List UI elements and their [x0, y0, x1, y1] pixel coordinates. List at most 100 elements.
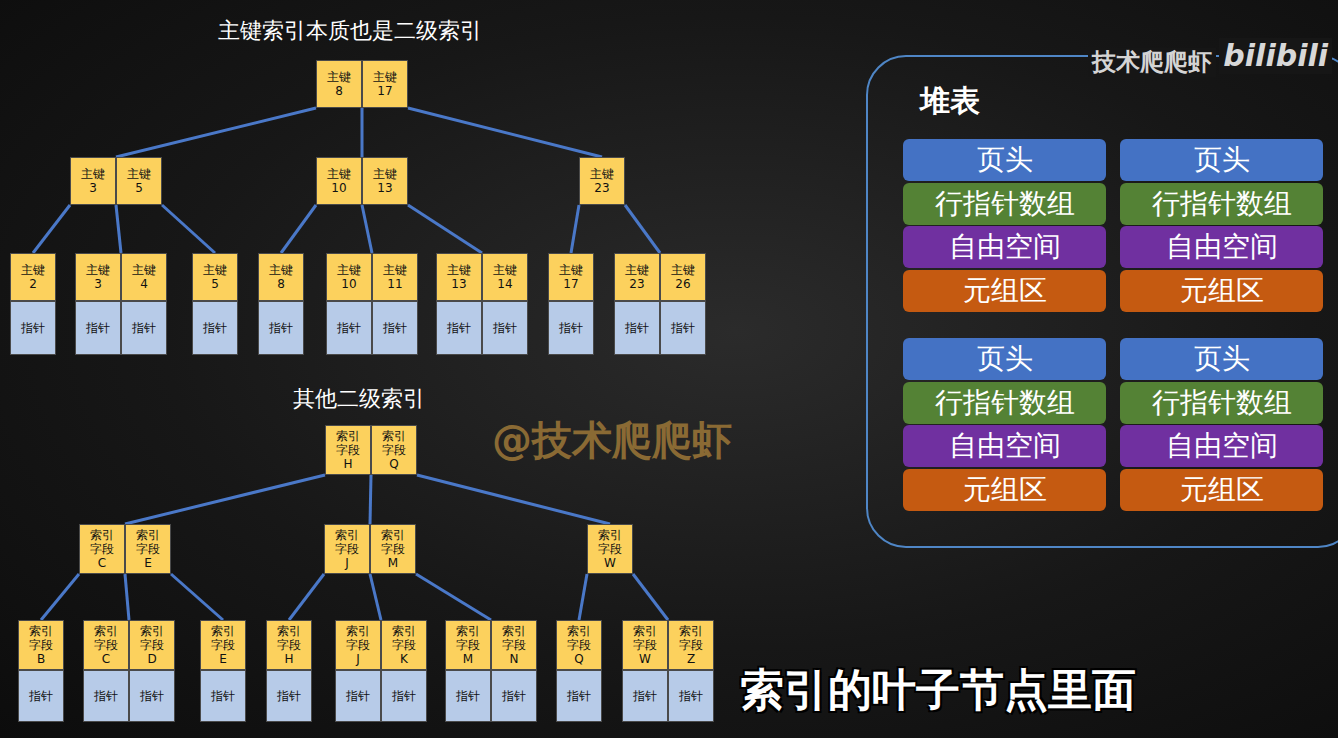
- index-node: 索引 字段 C索引 字段 E: [79, 524, 171, 574]
- key-cell: 索引 字段 B: [18, 620, 64, 670]
- key-cell: 索引 字段 N: [491, 620, 537, 670]
- key-text: 主键 17: [373, 70, 397, 98]
- key-cell: 主键 5: [116, 157, 162, 205]
- band-text: 行指针数组: [935, 389, 1075, 417]
- key-cell: 索引 字段 D: [129, 620, 175, 670]
- key-cell: 索引 字段 M: [445, 620, 491, 670]
- leaf-node: 主键 2 指针: [10, 253, 56, 355]
- tuple-area: 元组区: [903, 469, 1106, 511]
- key-cell: 索引 字段 M: [370, 524, 416, 574]
- pointer-text: 指针: [633, 689, 657, 703]
- tuple-area: 元组区: [1120, 270, 1323, 312]
- pointer-cell: 指针: [491, 670, 537, 722]
- leaf-node: 主键 13主键 14指针指针: [436, 253, 528, 355]
- logo: bilibili: [1219, 38, 1332, 74]
- pointer-cell: 指针: [622, 670, 668, 722]
- key-cell: 主键 3: [70, 157, 116, 205]
- leaf-node: 索引 字段 W索引 字段 Z指针指针: [622, 620, 714, 722]
- key-cell: 索引 字段 Q: [371, 425, 417, 475]
- pointer-cell: 指针: [75, 301, 121, 355]
- key-text: 主键 11: [383, 263, 407, 291]
- key-text: 索引 字段 M: [381, 528, 405, 570]
- pointer-cell: 指针: [372, 301, 418, 355]
- pointer-cell: 指针: [129, 670, 175, 722]
- pointer-cell: 指针: [10, 301, 56, 355]
- leaf-node: 索引 字段 E指针: [200, 620, 246, 722]
- pointer-text: 指针: [29, 689, 53, 703]
- key-text: 索引 字段 M: [456, 624, 480, 666]
- pointer-text: 指针: [277, 689, 301, 703]
- pointer-text: 指针: [392, 689, 416, 703]
- pointer-cell: 指针: [381, 670, 427, 722]
- leaf-node: 索引 字段 H指针: [266, 620, 312, 722]
- key-cell: 主键 3: [75, 253, 121, 301]
- band-text: 自由空间: [949, 233, 1061, 261]
- leaf-node: 索引 字段 Q指针: [556, 620, 602, 722]
- key-text: 主键 8: [327, 70, 351, 98]
- key-cell: 主键 17: [362, 60, 408, 108]
- tree-link: [125, 574, 129, 620]
- pointer-cell: 指针: [18, 670, 64, 722]
- band-text: 页头: [977, 345, 1033, 373]
- pointer-text: 指针: [21, 321, 45, 335]
- key-cell: 主键 13: [362, 157, 408, 205]
- leaf-node: 主键 3 主键 4指针指针: [75, 253, 167, 355]
- tree-link: [579, 574, 587, 620]
- key-cell: 主键 8: [258, 253, 304, 301]
- index-node: 主键 8 主键 17: [316, 60, 408, 108]
- key-text: 索引 字段 Q: [382, 429, 406, 471]
- pointer-text: 指针: [203, 321, 227, 335]
- pointer-cell: 指针: [445, 670, 491, 722]
- pointer-cell: 指针: [436, 301, 482, 355]
- pointer-text: 指针: [671, 321, 695, 335]
- key-text: 主键 3: [86, 263, 110, 291]
- pointer-cell: 指针: [326, 301, 372, 355]
- key-cell: 主键 8: [316, 60, 362, 108]
- pointer-text: 指针: [383, 321, 407, 335]
- pointer-text: 指针: [269, 321, 293, 335]
- key-text: 索引 字段 K: [392, 624, 416, 666]
- tree-link: [625, 205, 660, 253]
- leaf-node: 主键 10主键 11指针指针: [326, 253, 418, 355]
- key-text: 主键 3: [81, 167, 105, 195]
- tree-link: [408, 108, 602, 157]
- key-text: 索引 字段 E: [211, 624, 235, 666]
- pointer-text: 指针: [493, 321, 517, 335]
- pointer-cell: 指针: [660, 301, 706, 355]
- key-text: 主键 23: [590, 167, 614, 195]
- key-cell: 索引 字段 K: [381, 620, 427, 670]
- pointer-cell: 指针: [548, 301, 594, 355]
- key-cell: 主键 14: [482, 253, 528, 301]
- key-cell: 主键 4: [121, 253, 167, 301]
- key-cell: 主键 26: [660, 253, 706, 301]
- tuple-area: 元组区: [1120, 469, 1323, 511]
- tree-link: [417, 475, 610, 524]
- key-cell: 索引 字段 C: [79, 524, 125, 574]
- pointer-text: 指针: [567, 689, 591, 703]
- key-text: 主键 5: [127, 167, 151, 195]
- key-text: 主键 13: [447, 263, 471, 291]
- leaf-node: 索引 字段 C索引 字段 D指针指针: [83, 620, 175, 722]
- key-text: 主键 17: [559, 263, 583, 291]
- key-text: 索引 字段 N: [502, 624, 526, 666]
- band-text: 元组区: [1180, 277, 1264, 305]
- row-pointer-array: 行指针数组: [903, 382, 1106, 424]
- free-space: 自由空间: [903, 425, 1106, 467]
- key-text: 索引 字段 C: [94, 624, 118, 666]
- key-text: 主键 2: [21, 263, 45, 291]
- key-text: 索引 字段 W: [598, 528, 622, 570]
- pointer-text: 指针: [337, 321, 361, 335]
- tree-link: [362, 205, 372, 253]
- pointer-text: 指针: [679, 689, 703, 703]
- key-cell: 主键 23: [579, 157, 625, 205]
- key-cell: 索引 字段 W: [587, 524, 633, 574]
- key-text: 主键 13: [373, 167, 397, 195]
- band-text: 行指针数组: [1152, 389, 1292, 417]
- leaf-node: 主键 23主键 26指针指针: [614, 253, 706, 355]
- pointer-cell: 指针: [121, 301, 167, 355]
- key-cell: 索引 字段 J: [335, 620, 381, 670]
- key-text: 索引 字段 W: [633, 624, 657, 666]
- tree-link: [416, 574, 491, 620]
- tree-link: [633, 574, 668, 620]
